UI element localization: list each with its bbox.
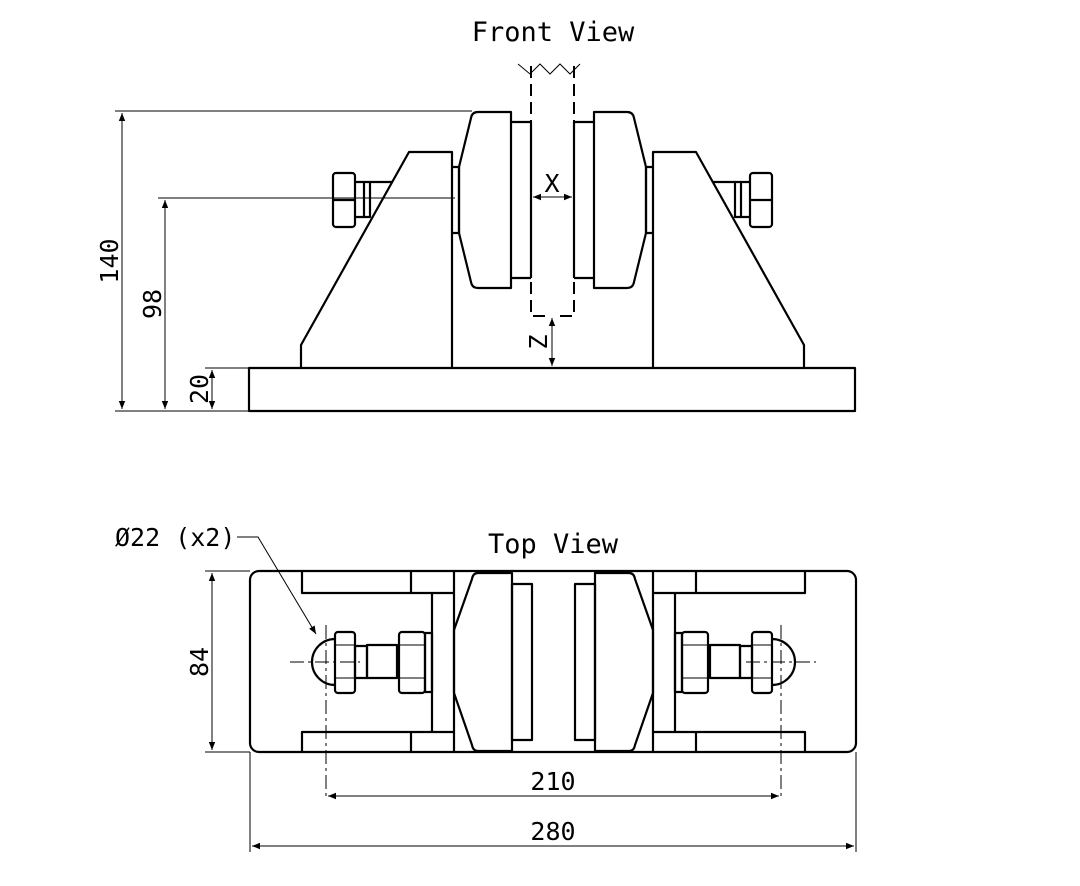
break-line	[517, 63, 581, 75]
gap-x-label: X	[544, 169, 559, 198]
top-left-clamp-pad	[452, 571, 514, 753]
left-bracket	[299, 150, 454, 368]
dim-20-label: 20	[185, 374, 214, 404]
dim-84-label: 84	[185, 647, 214, 677]
specimen-outline	[517, 63, 581, 317]
dim-140-label: 140	[95, 238, 124, 283]
front-view-title: Front View	[472, 17, 635, 48]
top-view: Top View Ø22 (x2)	[115, 523, 858, 852]
left-pad-insert	[511, 120, 531, 280]
centre-lines	[290, 625, 816, 800]
top-view-title: Top View	[488, 529, 619, 560]
dim-98-label: 98	[138, 289, 167, 319]
callout-leader	[237, 536, 317, 635]
top-base-plate	[248, 569, 858, 754]
height-z-label: Z	[524, 334, 553, 349]
base-plate	[247, 366, 857, 413]
top-right-assembly	[573, 571, 807, 753]
dim-210-label: 210	[530, 767, 575, 796]
top-left-pad-insert	[510, 582, 534, 742]
left-clamp-pad	[457, 110, 513, 290]
left-bolt-shank	[333, 180, 392, 219]
diameter-callout: Ø22 (x2)	[115, 523, 235, 552]
top-left-assembly	[300, 571, 534, 753]
front-view: Front View X Z 14	[95, 17, 857, 413]
dim-280-label: 280	[530, 817, 575, 846]
front-right-assembly	[574, 110, 806, 368]
front-left-assembly	[299, 110, 531, 368]
top-left-nut-2	[397, 630, 427, 695]
top-left-shank	[365, 643, 399, 680]
